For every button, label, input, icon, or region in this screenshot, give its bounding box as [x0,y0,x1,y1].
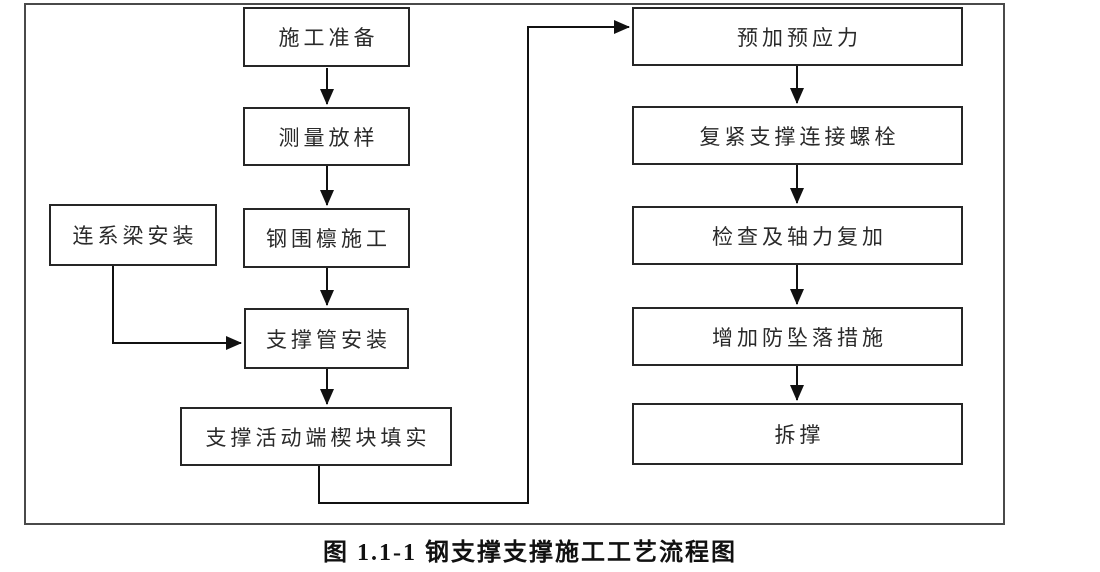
flow-node-support-removal: 拆撑 [632,403,963,465]
flow-node-label: 预加预应力 [737,25,862,50]
flow-node-label: 连系梁安装 [72,224,198,248]
flow-node-steel-waler-construction: 钢围檩施工 [243,208,410,268]
flow-node-check-axial-force: 检查及轴力复加 [632,206,963,265]
flow-node-label: 增加防坠落措施 [712,325,887,350]
flow-node-tie-beam-installation: 连系梁安装 [49,204,217,266]
flow-node-wedge-filling: 支撑活动端楔块填实 [180,407,452,466]
flow-node-construction-preparation: 施工准备 [243,7,410,67]
flow-node-measurement-setout: 测量放样 [243,107,410,166]
flow-node-retighten-bolts: 复紧支撑连接螺栓 [632,106,963,165]
flow-node-support-pipe-installation: 支撑管安装 [244,308,409,369]
flow-node-apply-prestress: 预加预应力 [632,7,963,66]
figure-caption: 图 1.1-1 钢支撑支撑施工工艺流程图 [323,540,737,566]
flow-node-anti-fall-measures: 增加防坠落措施 [632,307,963,366]
flow-node-label: 测量放样 [278,125,379,150]
flow-node-label: 拆撑 [774,423,825,447]
flow-node-label: 钢围檩施工 [266,227,391,251]
flow-node-label: 复紧支撑连接螺栓 [699,124,900,149]
flow-node-label: 施工准备 [278,26,379,50]
flow-node-label: 支撑管安装 [266,327,391,352]
flow-node-label: 支撑活动端楔块填实 [205,425,431,450]
diagram-border [24,3,1005,525]
flow-node-label: 检查及轴力复加 [712,224,887,249]
